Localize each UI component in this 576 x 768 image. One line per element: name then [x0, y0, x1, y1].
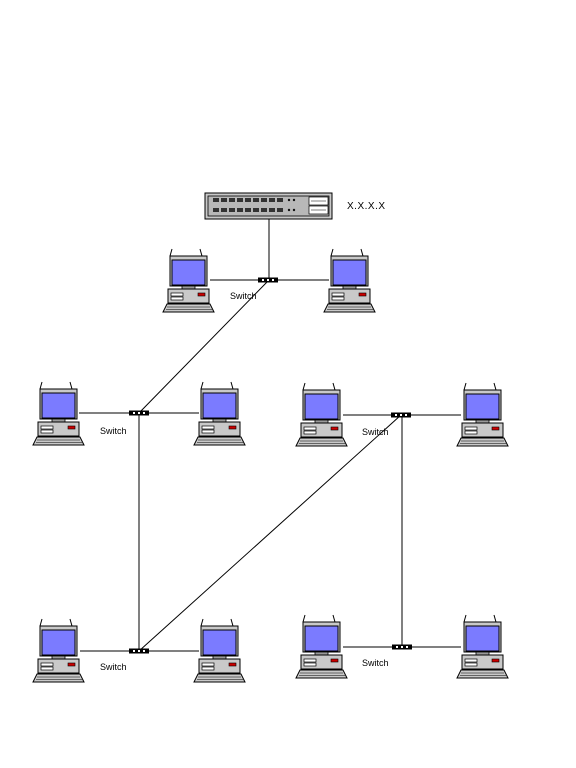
- computer-bottom-right-b: [456, 614, 509, 679]
- computer-top-right: [323, 248, 376, 313]
- router-address-label: X.X.X.X: [347, 201, 386, 212]
- computer-top-left: [162, 248, 215, 313]
- computer-mid-right-a: [295, 382, 348, 447]
- computer-bottom-right-a: [295, 614, 348, 679]
- top-to-left-link: [138, 280, 269, 414]
- switch-top: [258, 277, 278, 283]
- diagonal-link: [138, 414, 402, 652]
- computer-bottom-left-b: [193, 618, 246, 683]
- switch-right: [391, 412, 411, 418]
- switch-label-bottom-right: Switch: [362, 658, 389, 668]
- switch-label-top: Switch: [230, 291, 257, 301]
- switch-bottom-right: [392, 644, 412, 650]
- switch-bottom-left: [129, 648, 149, 654]
- switch-label-bottom-left: Switch: [100, 662, 127, 672]
- switch-left: [129, 410, 149, 416]
- connection-lines: [79, 219, 461, 652]
- computer-mid-right-b: [456, 382, 509, 447]
- switch-label-left: Switch: [100, 426, 127, 436]
- computer-mid-left-b: [193, 381, 246, 446]
- router: [204, 192, 333, 220]
- computer-bottom-left-a: [32, 618, 85, 683]
- switch-label-right: Switch: [362, 427, 389, 437]
- computer-mid-left-a: [32, 381, 85, 446]
